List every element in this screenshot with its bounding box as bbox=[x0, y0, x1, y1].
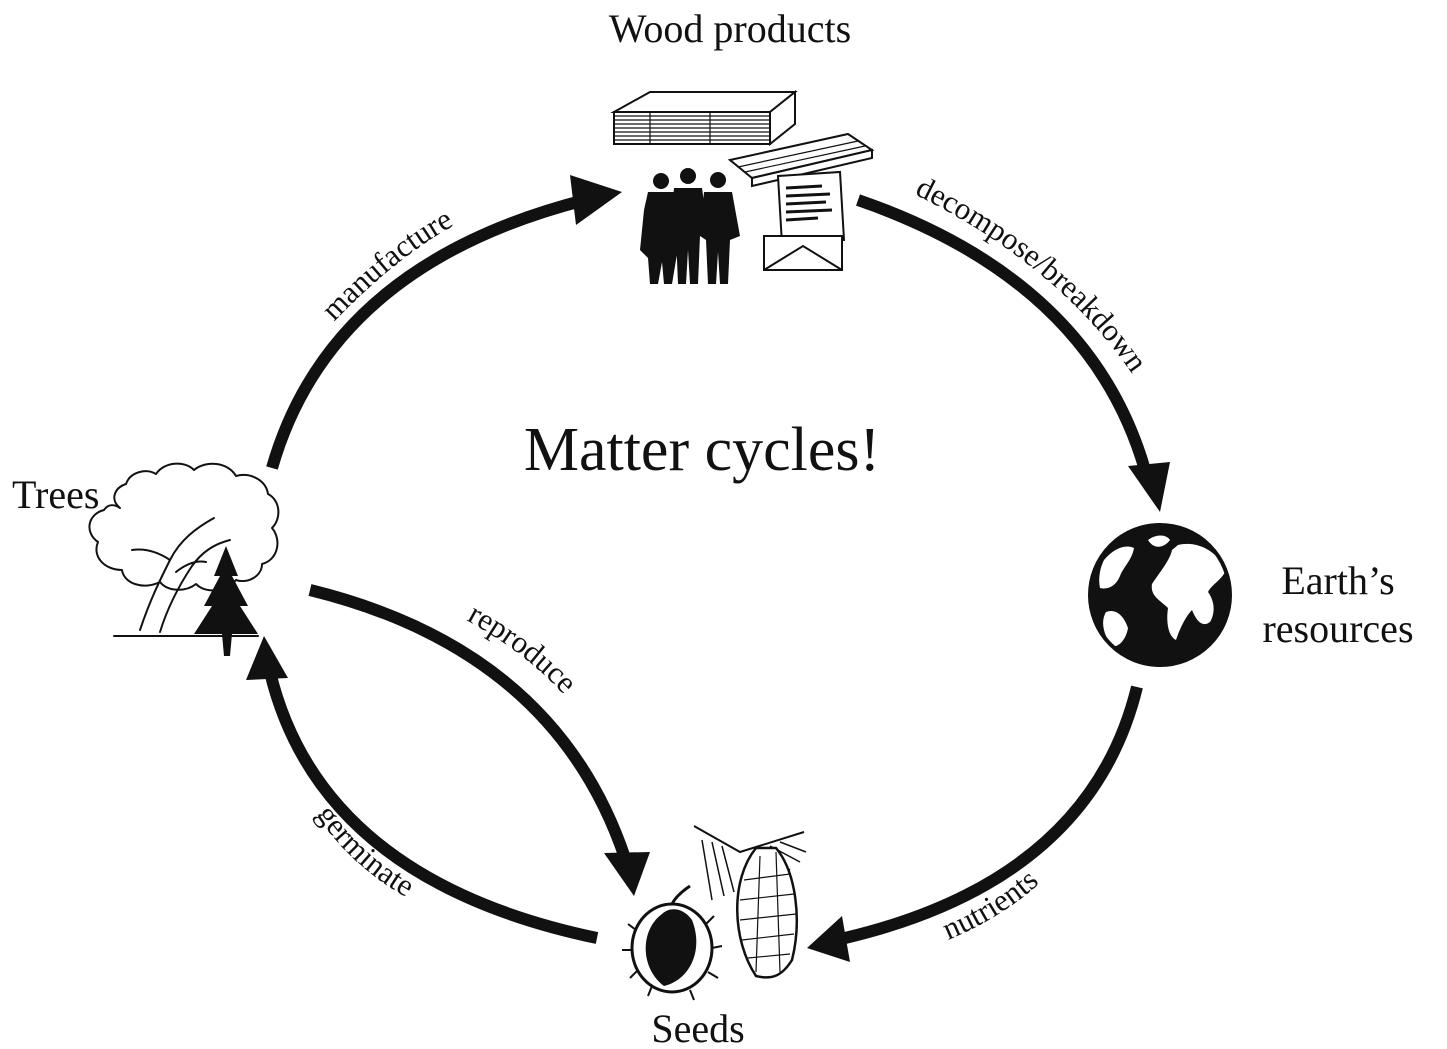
node-label-earth-line2: resources bbox=[1262, 606, 1413, 651]
node-label-trees: Trees bbox=[12, 472, 99, 517]
arrow-reproduce bbox=[308, 584, 650, 896]
pine-cone-icon bbox=[693, 825, 807, 979]
label-germinate: germinate bbox=[310, 798, 420, 904]
node-label-wood-products: Wood products bbox=[609, 6, 851, 51]
wood-products-icon bbox=[610, 89, 875, 284]
label-decompose: decompose/breakdown bbox=[911, 169, 1155, 378]
arrow-germinate bbox=[246, 636, 599, 944]
diagram-title: Matter cycles! bbox=[524, 416, 880, 484]
trees-icon bbox=[88, 462, 280, 656]
seeds-icon bbox=[622, 825, 807, 1001]
arrow-nutrients bbox=[807, 685, 1143, 962]
label-reproduce: reproduce bbox=[463, 596, 585, 700]
globe-icon bbox=[1088, 523, 1232, 667]
arrow-decompose bbox=[856, 194, 1170, 512]
chestnut-burr-icon bbox=[622, 884, 723, 1001]
node-label-earth-line1: Earth’s bbox=[1281, 558, 1394, 603]
people-silhouette-icon bbox=[640, 168, 740, 284]
node-label-seeds: Seeds bbox=[651, 1006, 744, 1049]
arrow-manufacture bbox=[266, 175, 622, 470]
documents-icon bbox=[763, 170, 846, 271]
lumber-stack-icon bbox=[610, 89, 875, 188]
